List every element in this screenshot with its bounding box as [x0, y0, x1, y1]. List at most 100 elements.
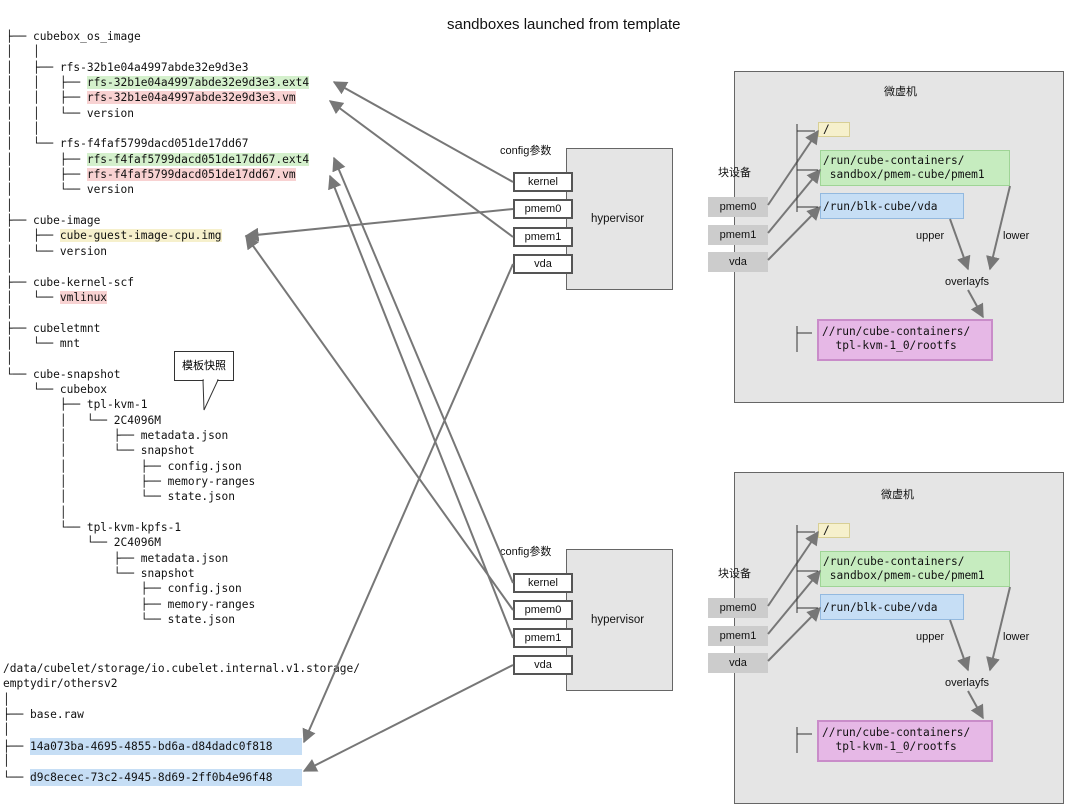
tree-line: ├── cube-image	[6, 214, 309, 229]
tree-line: │ └── vmlinux	[6, 290, 309, 306]
arrow-vda1-blue	[302, 263, 514, 744]
param-pmem1-1: pmem1	[513, 227, 573, 247]
tree-line: │ │ ├── rfs-32b1e04a4997abde32e9d3e3.ext…	[6, 76, 310, 91]
tree-line: ├── memory-ranges	[6, 598, 309, 613]
arrow-vm2-lower	[986, 586, 1011, 672]
tree-line: └── cube-snapshot	[6, 368, 309, 383]
overlayfs-label-2: overlayfs	[945, 677, 990, 689]
tree-line: ├── tpl-kvm-1	[6, 398, 309, 413]
tree-line: └── 2C4096M	[6, 536, 309, 551]
block-device-vda-1: vda	[708, 252, 768, 272]
tree-entry: rfs-32b1e04a4997abde32e9d3e3.ext4	[86, 76, 310, 90]
tree-entry: 14a073ba-4695-4855-bd6a-d84dadc0f818	[29, 738, 302, 756]
rootfs-mount-2: //run/cube-containers/ tpl-kvm-1_0/rootf…	[817, 720, 993, 762]
tree-line: │ │	[6, 45, 309, 60]
tree-entry: version	[86, 183, 134, 197]
tree-line: │ ├── config.json	[6, 460, 309, 475]
tree-branch: └──	[3, 771, 30, 785]
tree-branch: └──	[6, 536, 114, 550]
tree-line: ├── 14a073ba-4695-4855-bd6a-d84dadc0f818	[3, 738, 360, 756]
tree-branch: │ │	[6, 122, 40, 136]
tree-entry: version	[86, 106, 134, 120]
arrow-vm2-pmem0	[767, 530, 819, 607]
tree-entry: 2C4096M	[113, 413, 161, 427]
pmem-mount-2: /run/cube-containers/ sandbox/pmem-cube/…	[820, 551, 1010, 587]
tree-line: │ │ ├── rfs-32b1e04a4997abde32e9d3e3.vm	[6, 91, 309, 106]
tree-entry: tpl-kvm-kpfs-1	[86, 521, 182, 534]
hypervisor-2: hypervisor	[566, 549, 673, 691]
arrow-vm1-upper	[949, 218, 971, 271]
tree-entry: state.json	[167, 490, 236, 504]
tree-entry: snapshot	[140, 567, 195, 581]
microvm-title-1: 微虚机	[884, 86, 917, 98]
config-params-label-1: config参数	[500, 145, 552, 157]
template-snapshot-callout: 模板快照	[174, 351, 234, 381]
tree-branch: └──	[6, 367, 33, 381]
block-device-vda-2: vda	[708, 653, 768, 673]
tree-branch: │	[6, 505, 67, 519]
tree-entry: rfs-32b1e04a4997abde32e9d3e3.vm	[86, 91, 296, 105]
tree-branch: │ ├──	[6, 474, 168, 488]
tree-entry: cubebox	[59, 382, 108, 396]
tree-line: │	[3, 693, 360, 708]
tree-entry: snapshot	[140, 444, 195, 458]
directory-tree-top: ├── cubebox_os_image│ ││ ├── rfs-32b1e04…	[6, 30, 310, 628]
tree-branch: │ └──	[6, 336, 60, 350]
tree-line: │	[3, 723, 360, 738]
tree-branch: │ └──	[6, 490, 168, 504]
vm2-rootfs-tree-line	[796, 727, 812, 753]
tree-branch: │ └──	[6, 183, 87, 197]
tree-entry: 2C4096M	[113, 536, 161, 550]
block-device-pmem0-2: pmem0	[708, 598, 768, 618]
tree-branch: │ ├──	[6, 459, 168, 473]
microvm-title-2: 微虚机	[881, 489, 914, 501]
tree-line: ├── cubebox_os_image	[6, 30, 309, 45]
diagram-title: sandboxes launched from template	[447, 16, 681, 33]
arrow-vm1-vda	[767, 206, 821, 261]
tree-entry: state.json	[167, 613, 236, 627]
tree-branch: └──	[6, 613, 168, 627]
arrow-vm2-overlay	[967, 690, 984, 720]
tree-branch: │ ├──	[6, 229, 60, 243]
tree-line: │	[6, 306, 309, 321]
tree-branch: │ └──	[6, 413, 114, 427]
tree-branch: │ └──	[6, 244, 60, 258]
tree-line: │ └── mnt	[6, 337, 309, 352]
tree-branch: │ └──	[6, 290, 60, 304]
vda-mount-1: /run/blk-cube/vda	[820, 193, 964, 219]
tree-branch: └──	[6, 521, 87, 534]
tree-line: │ └── version	[6, 183, 309, 198]
arrow-kernel2-ext4	[332, 156, 514, 584]
arrow-vm2-upper	[949, 619, 971, 672]
overlayfs-label-1: overlayfs	[945, 276, 990, 288]
lower-label-1: lower	[1003, 230, 1030, 242]
arrow-pmem1-1-vm	[328, 100, 514, 238]
tree-line: /data/cubelet/storage/io.cubelet.interna…	[3, 662, 360, 677]
tree-entry: tpl-kvm-1	[86, 398, 148, 412]
root-mount-2: /	[818, 523, 850, 538]
arrow-pmem0-2-image	[245, 234, 514, 611]
tree-line: ├── cubeletmnt	[6, 322, 309, 337]
arrow-kernel1-ext4	[332, 81, 514, 183]
tree-line: │ └── snapshot	[6, 444, 309, 459]
tree-line: │ └── 2C4096M	[6, 414, 309, 429]
block-device-pmem1-2: pmem1	[708, 626, 768, 646]
tree-branch: │	[3, 753, 10, 767]
param-pmem1-2: pmem1	[513, 628, 573, 648]
param-kernel-2: kernel	[513, 573, 573, 593]
arrow-vm1-pmem0	[767, 129, 819, 206]
arrow-vm1-pmem1	[767, 168, 821, 234]
tree-entry: memory-ranges	[167, 597, 256, 611]
block-device-pmem0-1: pmem0	[708, 197, 768, 217]
tree-line: └── snapshot	[6, 567, 309, 582]
tree-entry: cube-guest-image-cpu.img	[59, 229, 222, 243]
upper-label-1: upper	[916, 230, 945, 242]
tree-line: │ └── version	[6, 245, 309, 260]
arrow-vm1-overlay	[967, 289, 984, 319]
tree-line: │ │	[6, 122, 309, 137]
tree-entry: metadata.json	[140, 551, 229, 565]
tree-line: ├── cube-kernel-scf	[6, 276, 309, 291]
tree-entry: cube-snapshot	[32, 367, 121, 381]
arrow-pmem1-2-vm	[328, 174, 514, 639]
